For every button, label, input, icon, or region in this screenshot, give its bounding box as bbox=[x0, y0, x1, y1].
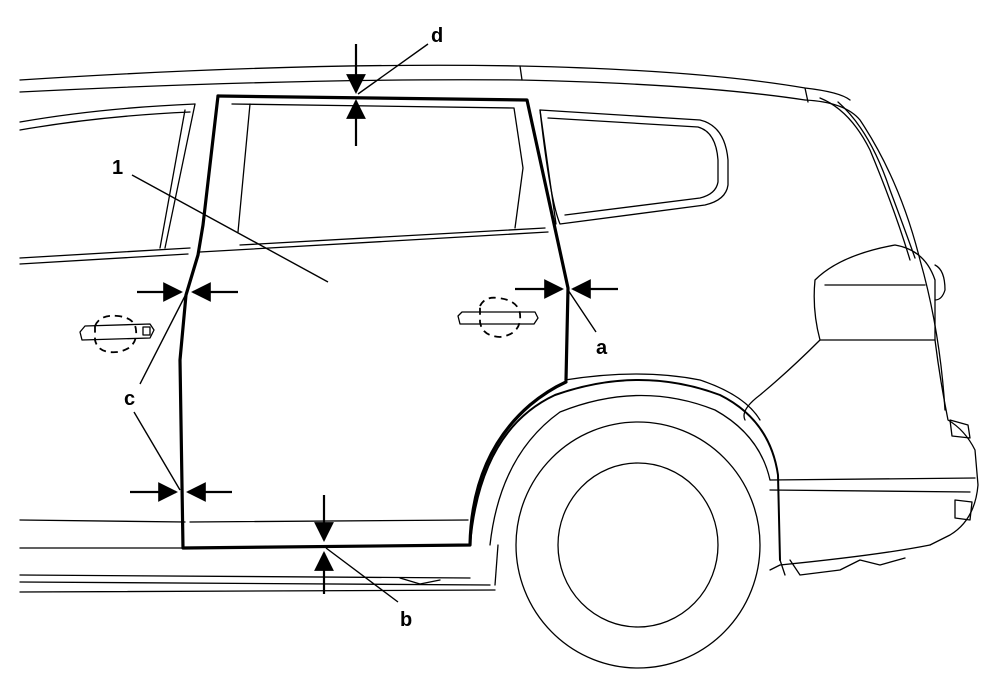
callout-d: d bbox=[431, 25, 443, 47]
leader-c-upper bbox=[139, 293, 187, 385]
leader-lines bbox=[131, 43, 597, 603]
leader-d bbox=[357, 43, 429, 95]
gap-arrows bbox=[130, 44, 618, 594]
callout-labels: 1 d a c b bbox=[112, 25, 608, 631]
callout-part-1: 1 bbox=[112, 157, 123, 179]
leader-part-1 bbox=[131, 174, 329, 283]
leader-b bbox=[325, 547, 399, 603]
callout-c: c bbox=[124, 388, 135, 410]
leader-a bbox=[567, 289, 597, 333]
leader-c-lower bbox=[133, 411, 181, 491]
callout-a: a bbox=[596, 337, 608, 359]
vehicle-body-outline bbox=[19, 64, 979, 669]
rear-door-panel bbox=[178, 94, 570, 550]
callout-b: b bbox=[400, 609, 412, 631]
